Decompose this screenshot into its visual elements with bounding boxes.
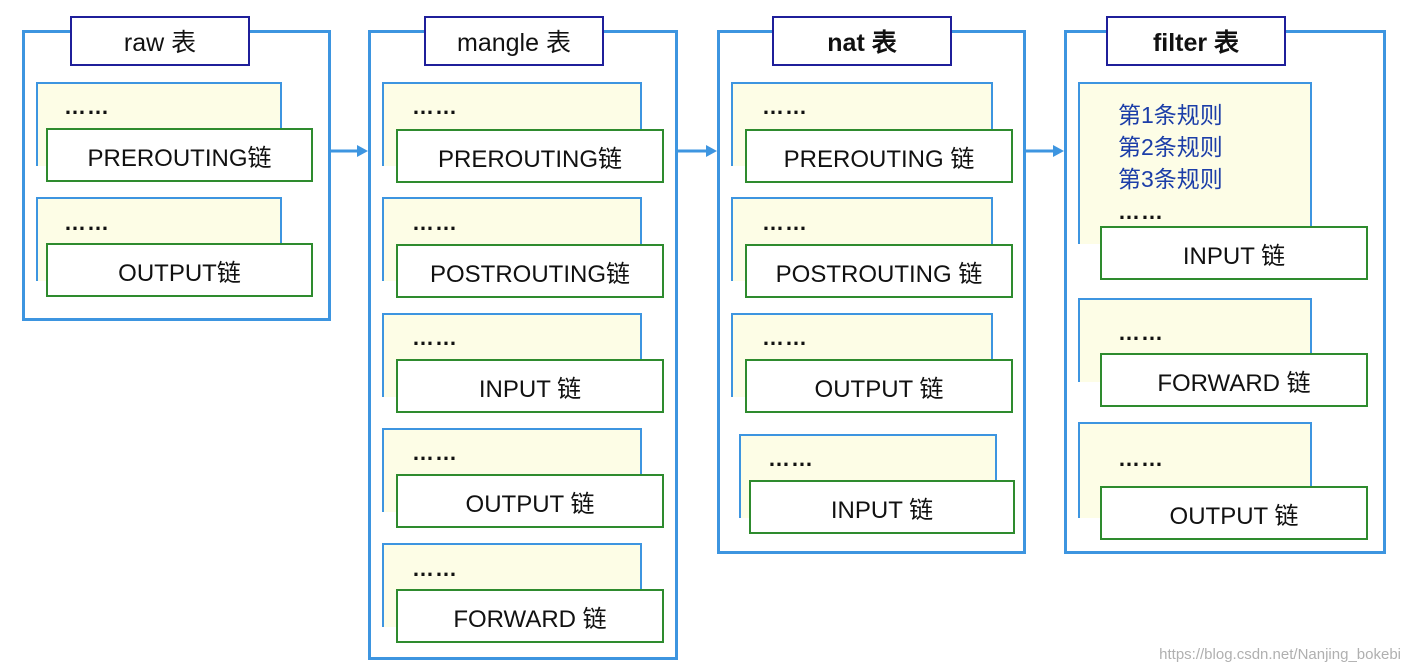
raw-output-chain: OUTPUT链 — [46, 243, 313, 297]
filter-output-chain: OUTPUT 链 — [1100, 486, 1368, 540]
mangle-forward-rule-ellipsis: …… — [412, 556, 458, 581]
filter-input-rule-3: 第3条规则 — [1118, 166, 1223, 192]
nat-output-rule-ellipsis: …… — [762, 325, 808, 350]
raw-table-title: raw 表 — [70, 16, 250, 66]
filter-input-rule-ellipsis: …… — [1118, 199, 1164, 224]
mangle-input-chain: INPUT 链 — [396, 359, 664, 413]
nat-table-title: nat 表 — [772, 16, 952, 66]
raw-prerouting-chain: PREROUTING链 — [46, 128, 313, 182]
mangle-input-rule-ellipsis: …… — [412, 325, 458, 350]
filter-forward-chain: FORWARD 链 — [1100, 353, 1368, 407]
mangle-output-rule-ellipsis: …… — [412, 440, 458, 465]
nat-input-chain: INPUT 链 — [749, 480, 1015, 534]
filter-input-chain: INPUT 链 — [1100, 226, 1368, 280]
nat-postrouting-chain: POSTROUTING 链 — [745, 244, 1013, 298]
raw-prerouting-rule-ellipsis: …… — [64, 94, 110, 119]
raw-output-rule-ellipsis: …… — [64, 210, 110, 235]
nat-prerouting-chain: PREROUTING 链 — [745, 129, 1013, 183]
mangle-prerouting-rule-ellipsis: …… — [412, 94, 458, 119]
nat-postrouting-rule-ellipsis: …… — [762, 210, 808, 235]
watermark: https://blog.csdn.net/Nanjing_bokebi — [1159, 646, 1401, 663]
nat-to-filter-arrow — [1026, 145, 1064, 157]
raw-to-mangle-arrow — [331, 145, 368, 157]
mangle-table-title: mangle 表 — [424, 16, 604, 66]
mangle-output-chain: OUTPUT 链 — [396, 474, 664, 528]
filter-input-rule-1: 第1条规则 — [1118, 102, 1223, 128]
filter-input-rule-2: 第2条规则 — [1118, 134, 1223, 160]
nat-output-chain: OUTPUT 链 — [745, 359, 1013, 413]
filter-output-rule-ellipsis: …… — [1118, 446, 1164, 471]
mangle-prerouting-chain: PREROUTING链 — [396, 129, 664, 183]
mangle-postrouting-rule-ellipsis: …… — [412, 210, 458, 235]
nat-input-rule-ellipsis: …… — [768, 446, 814, 471]
mangle-postrouting-chain: POSTROUTING链 — [396, 244, 664, 298]
filter-input-rules — [1078, 82, 1312, 244]
mangle-to-nat-arrow — [678, 145, 717, 157]
nat-prerouting-rule-ellipsis: …… — [762, 94, 808, 119]
filter-table-title: filter 表 — [1106, 16, 1286, 66]
filter-forward-rule-ellipsis: …… — [1118, 320, 1164, 345]
mangle-forward-chain: FORWARD 链 — [396, 589, 664, 643]
